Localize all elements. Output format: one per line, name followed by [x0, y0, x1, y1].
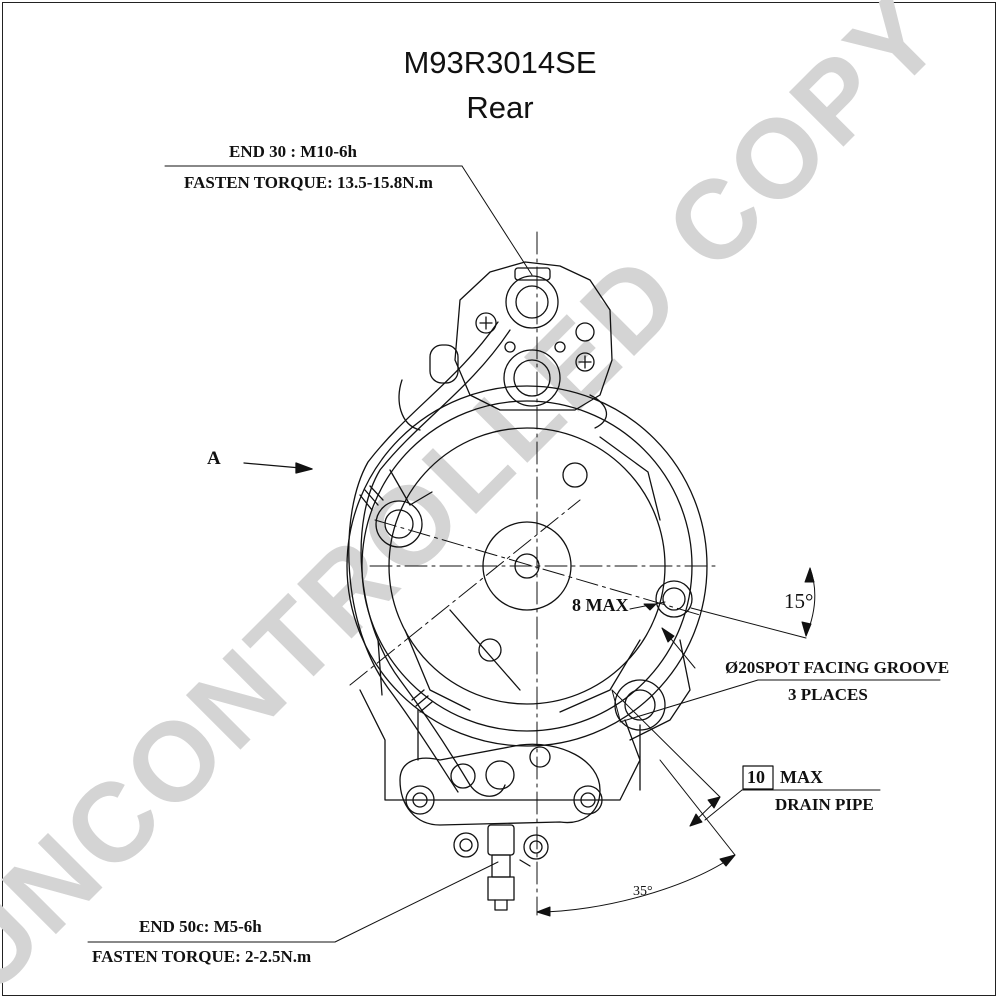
dimension-lines: [536, 567, 816, 917]
max-offset-label: 8 MAX: [572, 595, 629, 615]
cables: [348, 321, 511, 797]
housing-body: [346, 385, 708, 801]
drain-max-label: MAX: [780, 767, 823, 787]
mounting-holes: [375, 462, 693, 731]
bottom-terminal-block: [399, 743, 603, 911]
spot-facing-label: Ø20SPOT FACING GROOVE: [725, 658, 950, 677]
view-title: Rear: [466, 90, 534, 125]
part-number-title: M93R3014SE: [403, 45, 597, 80]
spot-places-label: 3 PLACES: [788, 685, 868, 704]
end50c-torque-label: FASTEN TORQUE: 2-2.5N.m: [92, 947, 312, 966]
angle-upper-label: 15°: [784, 589, 814, 613]
drain-box-value: 10: [747, 767, 765, 787]
leader-lines: [87, 165, 941, 943]
angle-lower-label: 35°: [633, 884, 653, 899]
drain-value-box: [742, 765, 774, 790]
solenoid-assembly: [398, 261, 613, 431]
end50c-thread-label: END 50c: M5-6h: [139, 917, 262, 936]
end30-thread-label: END 30 : M10-6h: [229, 142, 357, 161]
drain-pipe-label: DRAIN PIPE: [775, 795, 874, 814]
end30-torque-label: FASTEN TORQUE: 13.5-15.8N.m: [184, 173, 433, 192]
view-label-a: A: [207, 448, 221, 469]
view-arrow: [243, 462, 313, 474]
